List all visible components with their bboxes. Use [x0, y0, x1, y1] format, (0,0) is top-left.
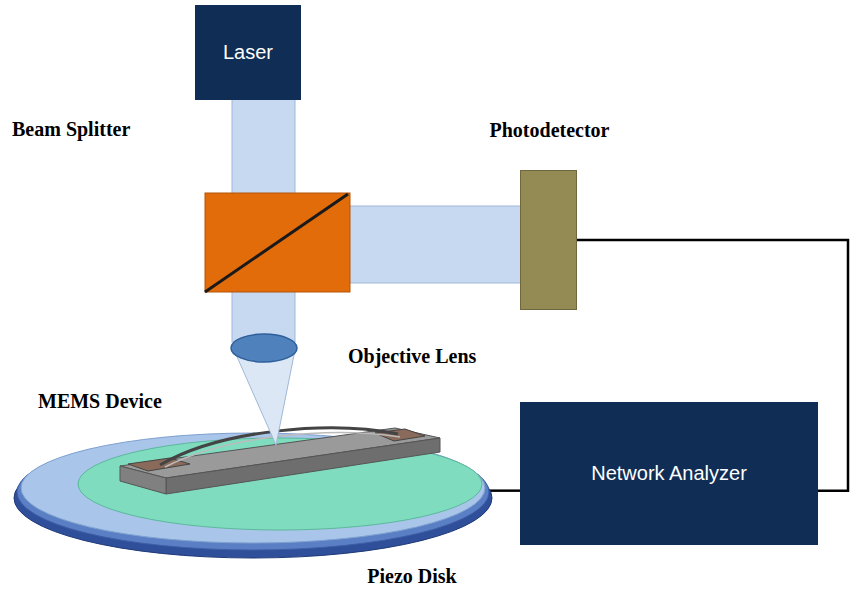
- beam-splitter-cube: [205, 193, 350, 292]
- disk-layer: [78, 438, 482, 530]
- piezo-disk-shape: [12, 420, 494, 560]
- mems-beam-edge: [165, 433, 400, 467]
- splitter-diagonal: [205, 194, 348, 292]
- reflected-beam: [348, 206, 522, 283]
- part-label: Beam Splitter: [12, 118, 130, 141]
- part-label: MEMS Device: [38, 390, 162, 413]
- network-analyzer-box: Network Analyzer: [520, 402, 818, 545]
- part-label: Piezo Disk: [367, 565, 456, 588]
- piezo-disk: Piezo Disk: [12, 420, 494, 560]
- disk-layer: [21, 433, 485, 543]
- disk-layer: [17, 434, 489, 550]
- mems-beam: [160, 428, 398, 465]
- part-label: Objective Lens: [348, 345, 476, 368]
- signal-wire: [488, 490, 520, 491]
- wire-line: [488, 489, 520, 492]
- photodetector-box: Photodetector: [520, 170, 577, 310]
- mems-top-face: [120, 428, 440, 478]
- mems-pad: [128, 458, 190, 471]
- probe-beam: [232, 290, 295, 342]
- objective-lens: [231, 334, 297, 362]
- mems-side-face: [120, 466, 166, 494]
- mems-pad: [375, 429, 425, 441]
- box-label: Laser: [223, 41, 273, 64]
- focus-cone: [234, 350, 295, 445]
- mems-front-face: [166, 438, 440, 494]
- box-label: Network Analyzer: [591, 462, 747, 485]
- part-label: Photodetector: [490, 119, 610, 142]
- laser-box: Laser: [195, 5, 301, 100]
- laser-beam: [232, 98, 295, 194]
